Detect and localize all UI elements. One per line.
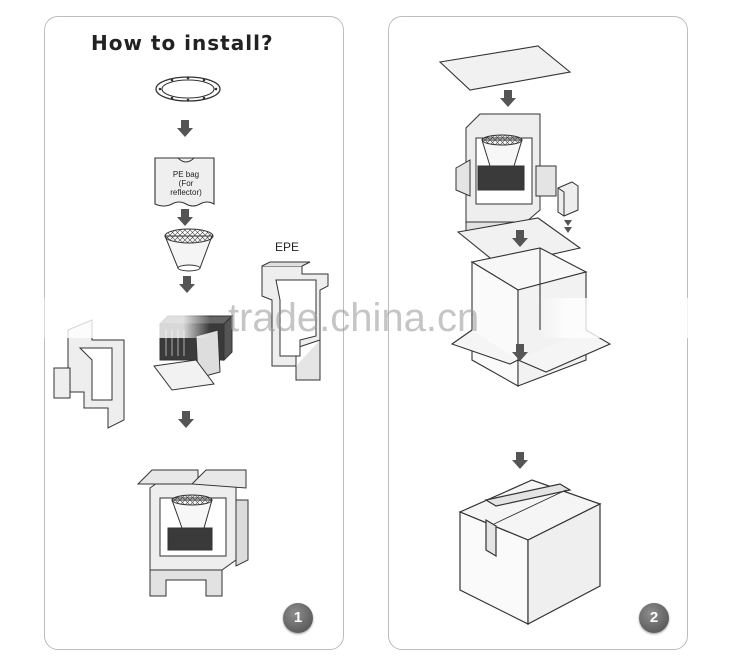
top-board [440, 46, 570, 90]
watermark-text: trade.china.cn [228, 296, 479, 341]
arrow-down-icon [500, 90, 516, 107]
assembled-lamp-in-foam [138, 470, 248, 596]
pe-bag-label-line2: (For reflector) [162, 179, 210, 197]
arrow-down-icon [177, 209, 193, 226]
packed-lamp-assembly [456, 114, 556, 238]
pe-bag-label: PE bag (For reflector) [162, 170, 210, 197]
small-arrows [564, 220, 572, 233]
reflector [165, 229, 213, 271]
sealed-carton [460, 480, 600, 624]
pe-bag-label-line1: PE bag [162, 170, 210, 179]
arrow-down-icon [512, 452, 528, 469]
arrow-down-icon [177, 120, 193, 137]
accessory-box [558, 182, 578, 216]
epe-label: EPE [275, 240, 299, 254]
arrow-down-icon [178, 411, 194, 428]
reflector-ring [156, 77, 220, 102]
